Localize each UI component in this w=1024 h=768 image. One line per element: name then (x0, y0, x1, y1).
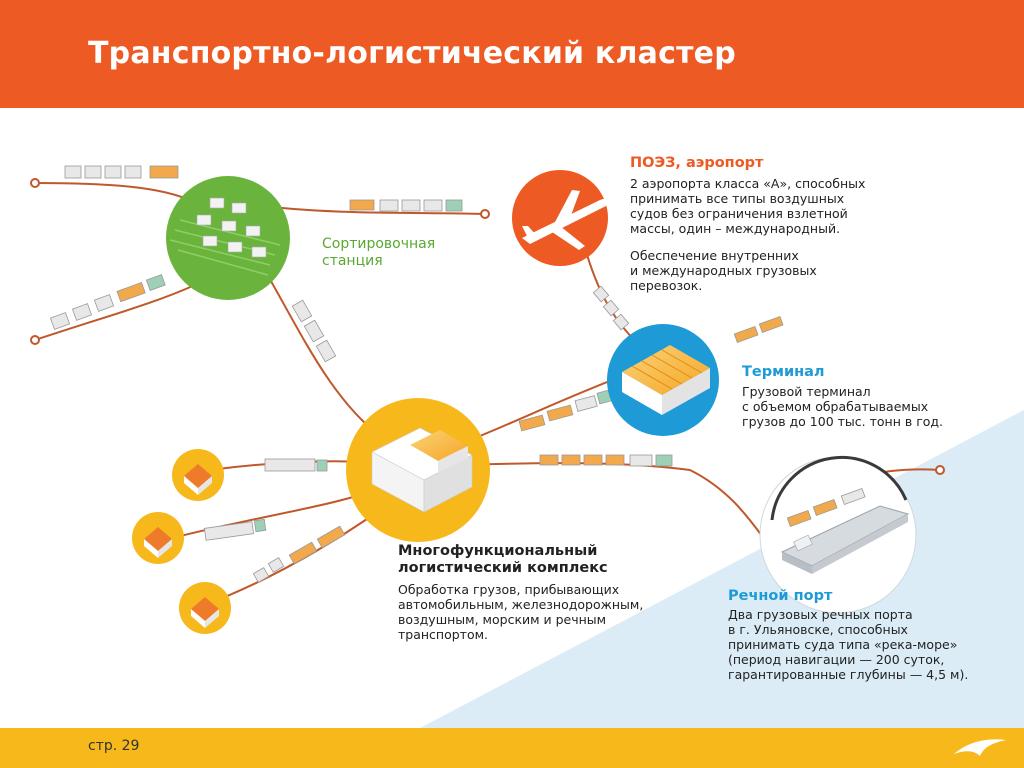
train-top-left (64, 165, 179, 179)
train-vertical (291, 299, 337, 363)
route-house2 (164, 494, 361, 541)
truck-2 (203, 518, 267, 541)
river-port-title: Речной порт (728, 588, 833, 604)
train-airport (592, 285, 630, 331)
airport-title: ПОЭЗ, аэропорт (630, 155, 764, 171)
sorting-station-node (166, 176, 290, 300)
route-rail-top (34, 182, 201, 206)
terminal-node (607, 315, 784, 436)
house-icon (132, 512, 184, 564)
route-terminal-to-complex (469, 374, 626, 441)
logistics-complex-description: Обработка грузов, прибывающих автомобиль… (398, 582, 644, 642)
freight-trains (49, 165, 673, 583)
logistics-complex-node (346, 398, 490, 542)
logo-arrow-icon (954, 739, 1006, 756)
ship-icon (780, 505, 910, 574)
train-top-right (349, 199, 463, 212)
train-left-diagonal (49, 274, 166, 330)
route-rail-right (254, 204, 486, 215)
airport-node (512, 170, 608, 266)
route-rail-left (34, 284, 196, 341)
logistics-complex-title: Многофункциональный логистический компле… (398, 543, 608, 576)
footer-bar: стр. 29 (0, 728, 1024, 768)
header-bar: Транспортно-логистический кластер (0, 0, 1024, 108)
page-number: стр. 29 (88, 738, 140, 754)
train-complex-port (539, 454, 673, 467)
terminal-description: Грузовой терминал с объемом обрабатываем… (742, 384, 944, 429)
route-endpoints (30, 178, 945, 475)
cluster-diagram (30, 165, 945, 634)
house-icon (172, 449, 224, 501)
airplane-icon (522, 190, 608, 250)
truck-1 (264, 458, 328, 472)
terminal-title: Терминал (742, 364, 825, 380)
train-terminal-complex (518, 388, 616, 432)
river-port-node (759, 455, 917, 614)
house-icons (132, 449, 231, 634)
truck-3 (252, 525, 346, 583)
house-icon (179, 582, 231, 634)
sorting-station-label: Сортировочная станция (322, 236, 436, 269)
airport-description-2: Обеспечение внутренних и международных г… (630, 248, 817, 293)
page-title: Транспортно-логистический кластер (88, 36, 736, 71)
route-complex-to-port (459, 462, 766, 541)
airport-description: 2 аэропорта класса «А», способных приним… (630, 176, 866, 236)
river-port-description: Два грузовых речных порта в г. Ульяновск… (728, 607, 969, 682)
